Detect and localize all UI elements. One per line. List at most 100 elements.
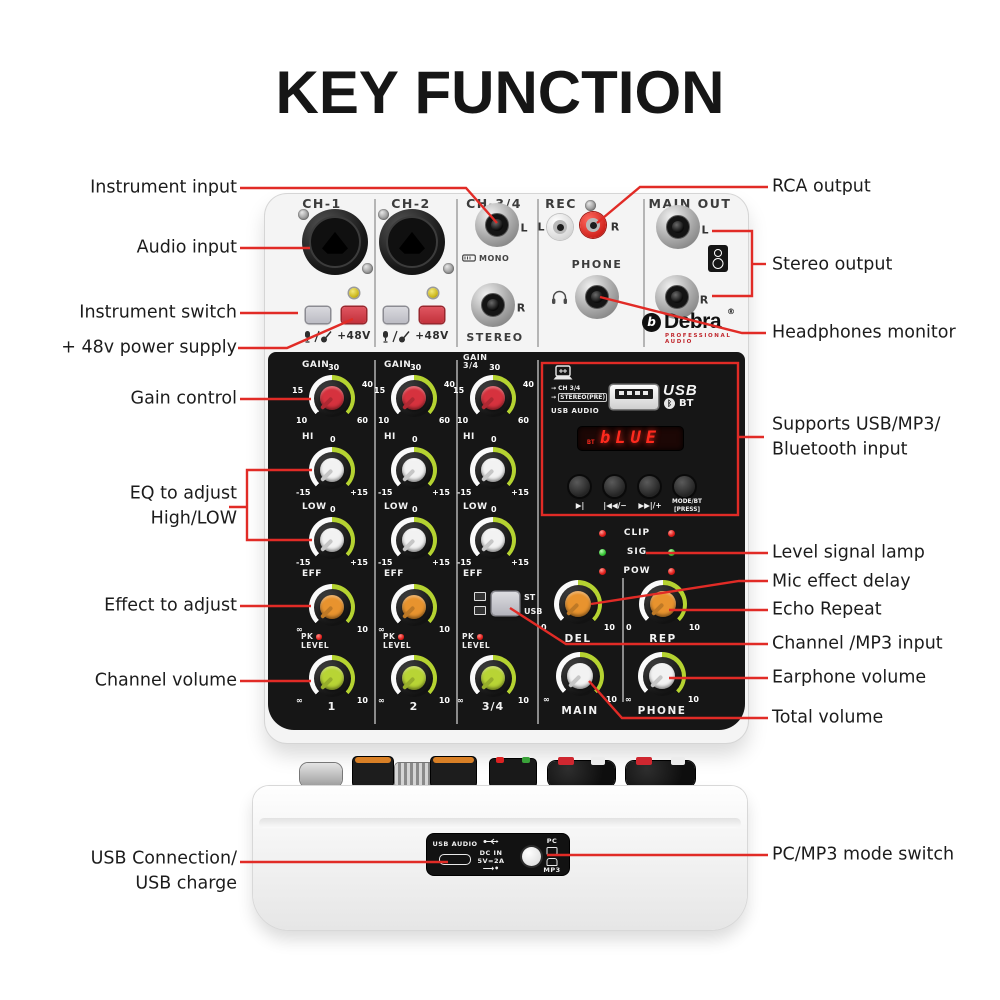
knob-cap bbox=[320, 386, 344, 410]
knob-dial bbox=[638, 652, 686, 700]
brand-subtitle: PROFESSIONAL AUDIO bbox=[665, 333, 732, 345]
ch1-combo-jack bbox=[302, 209, 368, 275]
knob-label: LOW bbox=[384, 502, 409, 512]
label-instrument-switch: Instrument switch bbox=[79, 302, 237, 323]
gain-knob-ch2: GAIN 30 15 40 10 60 bbox=[374, 360, 455, 425]
knob-cap bbox=[320, 666, 344, 690]
dc-spec-label: 5V=2A bbox=[477, 857, 505, 865]
mic-instrument-icon bbox=[383, 330, 410, 343]
next-track-button bbox=[639, 476, 660, 497]
label-echo-repeat: Echo Repeat bbox=[772, 599, 882, 620]
headphone-icon bbox=[552, 290, 567, 304]
screw-icon bbox=[443, 263, 454, 274]
knob-scale: 10 bbox=[688, 623, 700, 632]
strip-number-2: 2 bbox=[409, 700, 419, 713]
knob-label: HI bbox=[302, 432, 314, 442]
ch1-instrument-switch-button bbox=[306, 307, 330, 323]
eff-knob-ch2: EFF ∞ 10 bbox=[378, 569, 450, 634]
knob-scale: 10 bbox=[517, 696, 529, 705]
sig-label: SIG bbox=[626, 547, 648, 557]
knob-cap bbox=[481, 528, 505, 552]
label-level-signal-lamp: Level signal lamp bbox=[772, 542, 925, 563]
screw-icon bbox=[585, 200, 596, 211]
rear-combo-jack bbox=[626, 757, 695, 787]
knob-cap bbox=[402, 528, 426, 552]
knob-scale: 40 bbox=[443, 380, 455, 389]
label-usb-connection: USB Connection/ USB charge bbox=[90, 848, 237, 894]
phone-label: PHONE bbox=[571, 258, 623, 271]
rec-right-rca-jack bbox=[580, 212, 606, 238]
sig-led-left bbox=[599, 548, 606, 556]
pow-led-right bbox=[668, 567, 675, 575]
gain-knob-ch34: GAIN 3/4 30 15 40 10 60 bbox=[453, 353, 534, 425]
panel-divider bbox=[643, 199, 645, 347]
knob-cap bbox=[567, 663, 593, 689]
knob-label: LOW bbox=[463, 502, 488, 512]
pk-level-indicator-ch2: PK LEVEL bbox=[383, 632, 411, 650]
strip-divider bbox=[537, 360, 539, 724]
knob-cap bbox=[402, 386, 426, 410]
ch1-48v-led bbox=[349, 288, 359, 298]
mixer-rear-view: USB AUDIO DC IN 5V=2A ⟶• PC MP3 bbox=[253, 750, 747, 932]
bluetooth-indicator: ᛒ BT bbox=[664, 398, 693, 409]
knob-scale: 0 bbox=[491, 505, 497, 514]
knob-dial bbox=[309, 447, 355, 493]
label-earphone-volume: Earphone volume bbox=[772, 667, 927, 688]
level-label: LEVEL bbox=[301, 641, 330, 650]
usb-source-icon bbox=[474, 606, 486, 615]
level-label: LEVEL bbox=[383, 641, 412, 650]
rec-l-label: L bbox=[537, 220, 545, 234]
strip-number-1: 1 bbox=[327, 700, 337, 713]
pow-led-left bbox=[599, 567, 606, 575]
knob-cap bbox=[481, 458, 505, 482]
panel-divider bbox=[537, 199, 539, 347]
rear-jack bbox=[353, 757, 393, 787]
rep-label: REP bbox=[649, 633, 677, 645]
knob-scale: 0 bbox=[491, 435, 497, 444]
usb-logo: USB bbox=[663, 382, 698, 399]
knob-dial bbox=[391, 517, 437, 563]
pk-led bbox=[398, 634, 404, 640]
label-gain-control: Gain control bbox=[130, 388, 237, 409]
knob-scale: +15 bbox=[432, 558, 450, 567]
knob-dial bbox=[639, 580, 687, 628]
power-arrow-icon: ⟶• bbox=[482, 864, 500, 873]
speaker-icon bbox=[708, 245, 728, 272]
pk-label: PK bbox=[383, 632, 396, 641]
knob-scale: +15 bbox=[511, 558, 529, 567]
rear-connection-plate: USB AUDIO DC IN 5V=2A ⟶• PC MP3 bbox=[427, 834, 569, 875]
page-title: KEY FUNCTION bbox=[275, 59, 725, 126]
knob-label: EFF bbox=[384, 569, 404, 579]
ch2-48v-label: +48V bbox=[415, 330, 449, 342]
gain-knob-ch1: GAIN 30 15 40 10 60 bbox=[292, 360, 373, 425]
knob-label: GAIN bbox=[302, 360, 330, 370]
label-channel-mp3-input: Channel /MP3 input bbox=[772, 633, 943, 654]
ch34-l-label: L bbox=[520, 221, 528, 235]
led-display: BT bLUE bbox=[578, 427, 683, 450]
low-eq-knob-ch2: LOW 0 -15 +15 bbox=[378, 502, 450, 567]
usb-trident-icon bbox=[483, 838, 499, 845]
play-pause-button bbox=[569, 476, 590, 497]
pk-led bbox=[477, 634, 483, 640]
sig-led-row: SIG bbox=[599, 547, 675, 557]
mixer-front-view: CH-1 CH-2 CH-3/4 REC MAIN OUT +48V bbox=[265, 194, 748, 743]
previous-track-button bbox=[604, 476, 625, 497]
knob-cap bbox=[565, 591, 591, 617]
knob-cap bbox=[481, 666, 505, 690]
knob-scale: ∞ bbox=[296, 625, 303, 634]
rear-jack bbox=[300, 763, 342, 787]
knob-dial bbox=[470, 447, 516, 493]
knob-scale: +15 bbox=[432, 488, 450, 497]
knob-cap bbox=[649, 663, 675, 689]
knob-scale: ∞ bbox=[543, 695, 550, 704]
knob-dial bbox=[470, 655, 516, 701]
pk-level-indicator-ch34: PK LEVEL bbox=[462, 632, 490, 650]
rec-r-label: R bbox=[610, 220, 620, 234]
label-supports-usb-bluetooth: Supports USB/MP3/ Bluetooth input bbox=[772, 414, 941, 460]
main-out-left-jack bbox=[656, 205, 700, 249]
knob-dial bbox=[556, 652, 604, 700]
strip-divider bbox=[374, 360, 376, 724]
label-rca-output: RCA output bbox=[772, 176, 871, 197]
pc-usb-icon bbox=[553, 365, 573, 380]
knob-label: HI bbox=[384, 432, 396, 442]
